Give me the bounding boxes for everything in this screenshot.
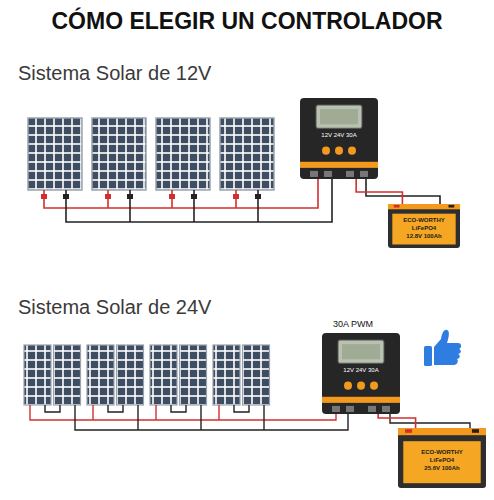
label: Sistema Solar de 12V bbox=[18, 62, 211, 85]
charge-controller: 12V 24V 30A bbox=[300, 98, 378, 179]
battery-label: 25.6V 100Ah bbox=[422, 464, 461, 472]
battery-label: ECO-WORTHY bbox=[419, 448, 465, 456]
battery: ECO-WORTHYLiFePO425.6V 100Ah bbox=[398, 428, 486, 488]
battery-label: LiFePO4 bbox=[428, 456, 456, 464]
battery-label: 12.8V 100Ah bbox=[404, 232, 443, 240]
title: CÓMO ELEGIR UN CONTROLADOR bbox=[0, 8, 494, 35]
battery-wire bbox=[378, 414, 415, 428]
solar-panels-24v bbox=[24, 345, 270, 405]
label: 30A PWM bbox=[333, 319, 373, 329]
panel-wires-24v bbox=[30, 405, 470, 430]
battery-wire bbox=[356, 179, 402, 204]
controller-label: 12V 24V 30A bbox=[341, 366, 380, 374]
solar-panels-12v bbox=[28, 118, 274, 190]
panel-wires-12v bbox=[41, 178, 440, 222]
battery: ECO-WORTHYLiFePO412.8V 100Ah bbox=[388, 204, 460, 248]
controller-label: 12V 24V 30A bbox=[319, 131, 358, 139]
charge-controller: 12V 24V 30A bbox=[322, 333, 400, 414]
thumbs-up-icon bbox=[424, 330, 461, 366]
battery-label: ECO-WORTHY bbox=[401, 216, 447, 224]
label: Sistema Solar de 24V bbox=[18, 296, 211, 319]
battery-label: LiFePO4 bbox=[410, 224, 438, 232]
